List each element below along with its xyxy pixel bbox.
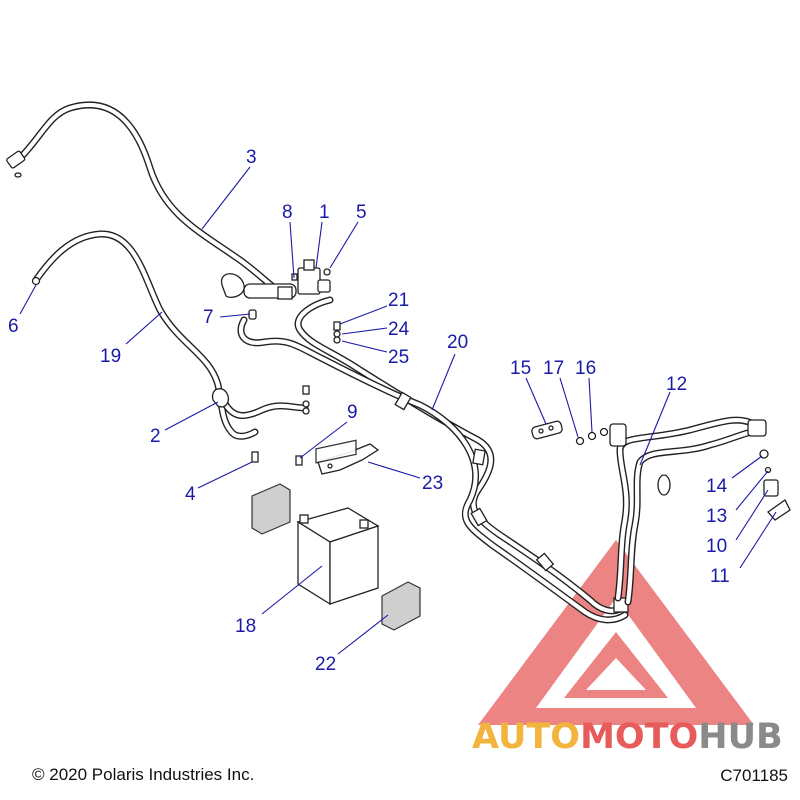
copyright-notice: © 2020 Polaris Industries Inc. [32, 765, 255, 784]
callout-20: 20 [447, 332, 468, 353]
callout-14: 14 [706, 476, 728, 497]
callout-15: 15 [510, 358, 531, 379]
callout-25: 25 [388, 347, 409, 368]
bracket-10-11-13-14 [759, 449, 791, 521]
line-art [6, 101, 791, 631]
callout-8: 8 [282, 202, 293, 223]
fasteners-21-24-25 [333, 321, 341, 344]
cable-20 [237, 296, 629, 624]
solenoid-assembly [220, 259, 331, 300]
callout-7: 7 [203, 307, 214, 328]
callout-23: 23 [422, 473, 443, 494]
callout-9: 9 [347, 402, 358, 423]
callout-13: 13 [706, 506, 727, 527]
callout-6: 6 [8, 316, 19, 337]
watermark-triangle-icon [478, 540, 754, 725]
callout-21: 21 [388, 290, 409, 311]
pad-upper [251, 483, 291, 535]
callout-11: 11 [710, 566, 730, 587]
callout-10: 10 [706, 536, 727, 557]
watermark-auto: AUTO [472, 717, 580, 755]
callout-4: 4 [185, 484, 196, 505]
callout-3: 3 [246, 147, 257, 168]
watermark-moto: MOTO [580, 717, 698, 755]
cable-19 [31, 230, 259, 440]
cable-12 [609, 416, 767, 606]
callout-2: 2 [150, 426, 161, 447]
callout-5: 5 [356, 202, 367, 223]
callout-24: 24 [388, 319, 410, 340]
callout-17: 17 [543, 358, 564, 379]
leader-lines [19, 166, 777, 655]
bracket-15-16-17 [531, 420, 609, 446]
callout-22: 22 [315, 654, 336, 675]
watermark-hub: HUB [698, 717, 782, 755]
callout-1: 1 [319, 202, 330, 223]
callout-12: 12 [666, 374, 687, 395]
cable-2 [211, 385, 310, 420]
fasteners-4-9 [251, 451, 303, 466]
callouts: 1 2 3 4 5 6 7 8 9 10 11 12 13 14 15 16 1… [8, 147, 730, 675]
cable-3 [6, 101, 288, 298]
pad-22 [381, 581, 421, 631]
battery-18 [296, 439, 380, 606]
svg-text:AUTOMOTOHUB: AUTOMOTOHUB [472, 717, 783, 755]
callout-19: 19 [100, 346, 121, 367]
callout-18: 18 [235, 616, 256, 637]
callout-16: 16 [575, 358, 596, 379]
automotohub-watermark: AUTOMOTOHUB [472, 540, 783, 755]
diagram-id: C701185 [720, 766, 788, 785]
